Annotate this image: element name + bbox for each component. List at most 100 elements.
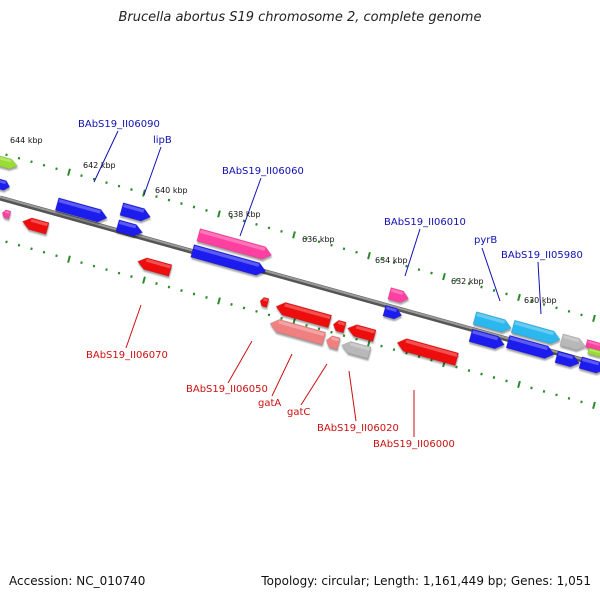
- gene-BAbS19_II06050[interactable]: [274, 300, 333, 329]
- gene-label-BAbS19_II06020[interactable]: BAbS19_II06020: [317, 423, 399, 434]
- minor-tick: [392, 348, 396, 352]
- accession-text: Accession: NC_010740: [9, 574, 146, 588]
- gene-label-BAbS19_II06010[interactable]: BAbS19_II06010: [384, 217, 466, 228]
- gene-blue-right2-shape: [578, 356, 600, 374]
- gene-label-BAbS19_II05980[interactable]: BAbS19_II05980: [501, 250, 583, 261]
- major-tick: [217, 210, 221, 218]
- gene-BAbS19_II06060[interactable]: [196, 228, 274, 262]
- gene-BAbS19_II06070[interactable]: [136, 256, 173, 277]
- gene-blue-right-gloss: [557, 352, 574, 360]
- gene-blue-630a-gloss: [472, 330, 499, 341]
- minor-tick: [267, 313, 271, 317]
- gene-pink-edge-gloss: [5, 210, 10, 214]
- minor-tick: [255, 309, 258, 313]
- gene-label-BAbS19_II06050[interactable]: BAbS19_II06050: [186, 384, 268, 395]
- gene-blue-edge-gloss: [0, 179, 7, 185]
- gene-blue-mid[interactable]: [190, 244, 268, 278]
- gene-blue-right[interactable]: [554, 350, 581, 369]
- gene-BAbS19_II06060-gloss: [199, 229, 266, 251]
- gene-BAbS19_II06010[interactable]: [387, 287, 410, 305]
- minor-tick: [205, 209, 208, 212]
- gene-pyrB-shape: [472, 311, 512, 333]
- callout-gatC: [300, 363, 328, 406]
- major-tick: [517, 293, 521, 302]
- minor-tick: [467, 282, 471, 285]
- gene-gray-right[interactable]: [559, 333, 587, 352]
- gene-blue-right2-gloss: [581, 357, 600, 366]
- gene-pyrB[interactable]: [472, 311, 513, 335]
- minor-tick: [567, 396, 571, 400]
- gene-lipB-gloss: [123, 203, 145, 213]
- minor-tick: [555, 306, 558, 310]
- tick-marks: [5, 153, 596, 409]
- gene-blue-630a[interactable]: [468, 328, 506, 351]
- gene-label-BAbS19_II06000[interactable]: BAbS19_II06000: [373, 439, 455, 450]
- gene-blue-edge[interactable]: [0, 177, 11, 191]
- gene-lime-edge[interactable]: [0, 154, 19, 171]
- minor-tick: [492, 289, 496, 292]
- minor-tick: [317, 327, 321, 331]
- gene-lime-right[interactable]: [587, 347, 600, 359]
- minor-tick: [580, 313, 583, 317]
- gene-red-small2-gloss: [355, 325, 375, 334]
- gene-label-BAbS19_II06060[interactable]: BAbS19_II06060: [222, 166, 304, 177]
- gene-BAbS19_II06020-shape: [341, 341, 372, 359]
- minor-tick: [417, 268, 421, 272]
- gene-lime-edge-shape: [0, 154, 19, 169]
- gene-red-small[interactable]: [332, 319, 347, 334]
- gene-red-edge[interactable]: [21, 216, 50, 235]
- gene-label-gatC[interactable]: gatC: [287, 407, 310, 418]
- minor-tick: [130, 188, 133, 192]
- minor-tick: [30, 247, 33, 251]
- gene-red-tiny[interactable]: [259, 297, 270, 308]
- gene-lipB[interactable]: [119, 202, 152, 224]
- gene-BAbS19_II06070-shape: [137, 257, 173, 277]
- minor-tick: [42, 250, 46, 254]
- minor-tick: [555, 393, 558, 397]
- gene-BAbS19_II05980-gloss: [514, 321, 554, 336]
- gene-gatA[interactable]: [268, 317, 327, 346]
- major-tick: [592, 314, 596, 322]
- gene-BAbS19_II06000[interactable]: [395, 336, 459, 366]
- minor-tick: [530, 299, 533, 303]
- gene-BAbS19_II05980[interactable]: [510, 319, 562, 346]
- gene-blue-small[interactable]: [115, 219, 144, 239]
- gene-BAbS19_II06020-gloss: [349, 342, 370, 351]
- gene-BAbS19_II06020[interactable]: [340, 339, 372, 359]
- gene-gatC[interactable]: [325, 334, 341, 350]
- gene-label-BAbS19_II06070[interactable]: BAbS19_II06070: [86, 350, 168, 361]
- gene-label-gatA[interactable]: gatA: [258, 398, 281, 409]
- minor-tick: [530, 386, 533, 390]
- gene-blue-634[interactable]: [382, 304, 403, 320]
- gene-red-small2[interactable]: [346, 322, 377, 342]
- gene-label-lipB[interactable]: lipB: [153, 135, 172, 146]
- gene-red-small2-shape: [347, 324, 377, 342]
- minor-tick: [405, 351, 408, 355]
- minor-tick: [242, 306, 246, 310]
- major-tick: [67, 255, 71, 263]
- callout-BAbS19_II06050: [227, 340, 253, 384]
- gene-gatA-shape: [269, 319, 327, 346]
- callout-lipB: [143, 146, 162, 196]
- callout-BAbS19_II06010: [404, 228, 421, 277]
- gene-blue-right2[interactable]: [578, 356, 600, 376]
- scale-label-644: 644 kbp: [10, 136, 43, 145]
- gene-BAbS19_II06090-shape: [54, 197, 108, 223]
- gene-pink-right-gloss: [587, 340, 600, 346]
- minor-tick: [117, 271, 121, 275]
- gene-blue-630b-shape: [505, 334, 555, 359]
- gene-BAbS19_II06090[interactable]: [54, 197, 109, 224]
- gene-features: [0, 154, 600, 376]
- gene-label-pyrB[interactable]: pyrB: [474, 235, 497, 246]
- major-tick: [292, 231, 296, 239]
- gene-label-BAbS19_II06090[interactable]: BAbS19_II06090: [78, 119, 160, 130]
- minor-tick: [130, 275, 133, 279]
- gene-pyrB-gloss: [476, 312, 506, 324]
- gene-blue-630b[interactable]: [505, 334, 556, 360]
- major-tick: [442, 272, 446, 281]
- gene-pink-edge[interactable]: [1, 209, 12, 220]
- gene-BAbS19_II05980-shape: [510, 319, 561, 344]
- minor-tick: [280, 316, 283, 320]
- minor-tick: [105, 181, 108, 185]
- minor-tick: [405, 264, 408, 268]
